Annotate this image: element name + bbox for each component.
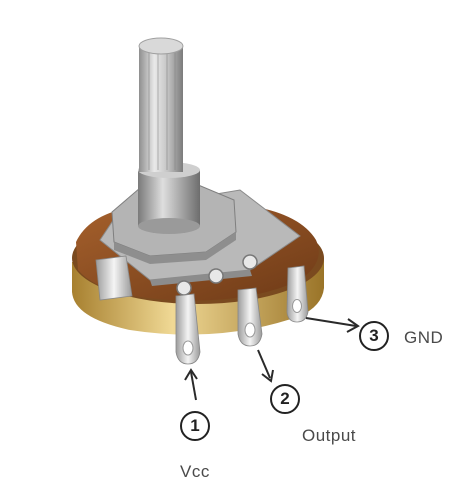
pin-3-label: GND (404, 328, 444, 347)
pin-3-number-badge: 3 (359, 321, 389, 351)
pin-3-arrow (305, 317, 360, 333)
pin-1-terminal (175, 293, 201, 365)
pin-2-arrow (257, 349, 274, 383)
pin-2-terminal (237, 287, 263, 347)
pin-3-terminal (286, 265, 309, 323)
shaft (138, 37, 184, 172)
pin-2-label: Output (302, 426, 357, 445)
terminal-rivets (176, 254, 258, 296)
pin-1-arrow (184, 368, 198, 401)
pin-1-label: Vcc (180, 462, 210, 481)
pin-2-number-badge: 2 (270, 384, 300, 414)
threaded-bushing (138, 162, 200, 234)
pin-1-number-badge: 1 (180, 411, 210, 441)
